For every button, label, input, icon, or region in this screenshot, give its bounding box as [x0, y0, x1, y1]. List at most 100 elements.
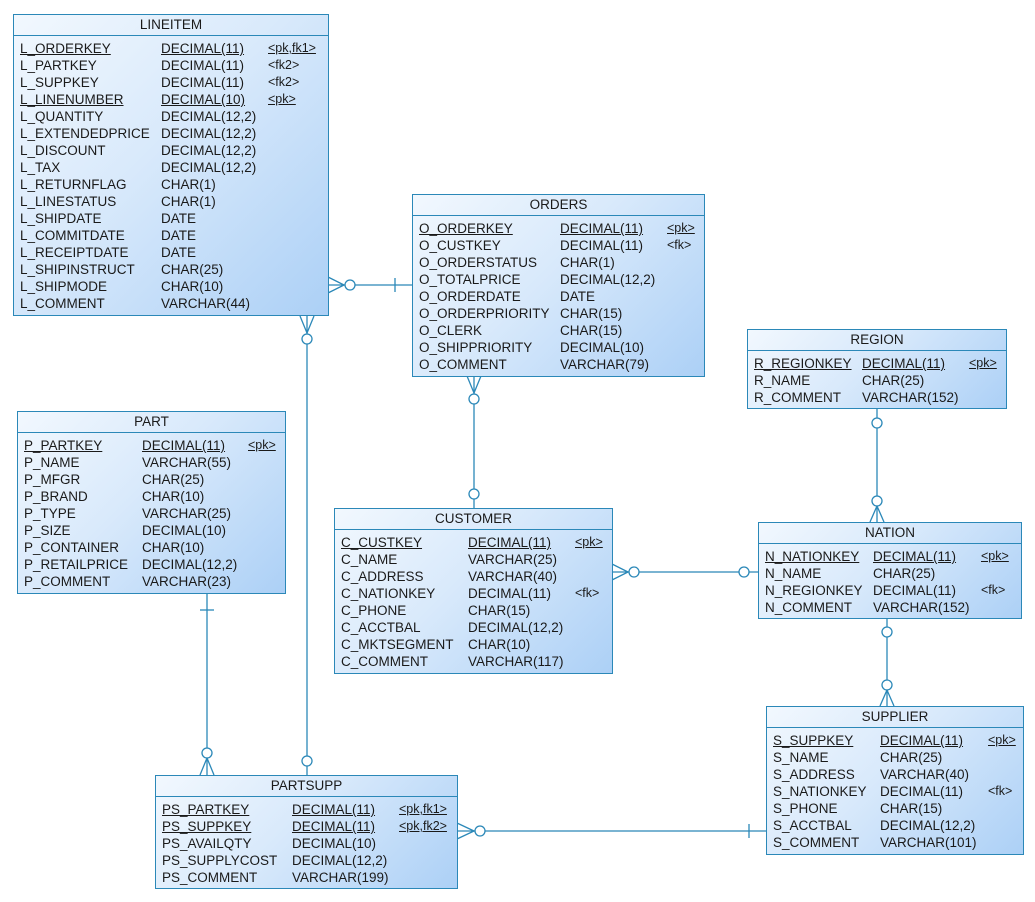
attribute-name: O_ORDERPRIORITY [419, 306, 550, 321]
attribute-name: L_LINESTATUS [20, 194, 117, 209]
attribute-type: DECIMAL(11) [880, 784, 964, 799]
attribute-name: C_CUSTKEY [341, 535, 423, 550]
attribute-name: P_SIZE [24, 523, 71, 538]
attribute-key: <pk> [667, 221, 695, 235]
attribute-type: VARCHAR(44) [161, 296, 251, 311]
attribute-type: VARCHAR(79) [560, 357, 650, 372]
attribute-name: R_NAME [754, 373, 811, 388]
attribute-type: DECIMAL(11) [862, 356, 946, 371]
attribute-name: L_SHIPINSTRUCT [20, 262, 135, 277]
attribute-key: <fk> [667, 238, 692, 252]
attribute-type: DECIMAL(11) [468, 535, 552, 550]
attribute-name: S_PHONE [773, 801, 838, 816]
attribute-name: PS_AVAILQTY [162, 836, 252, 851]
attribute-name: N_NAME [765, 566, 822, 581]
attribute-type: VARCHAR(117) [468, 654, 564, 669]
attribute-name: P_TYPE [24, 506, 76, 521]
attribute-type: DECIMAL(12,2) [468, 620, 564, 635]
attribute-name: L_TAX [20, 160, 61, 175]
attribute-key: <pk,fk1> [399, 802, 447, 816]
attribute-type: DECIMAL(12,2) [292, 853, 388, 868]
attribute-name: P_MFGR [24, 472, 81, 487]
attribute-name: C_NAME [341, 552, 398, 567]
attribute-name: P_PARTKEY [24, 438, 103, 453]
attribute-name: P_BRAND [24, 489, 88, 504]
entity-title: LINEITEM [14, 15, 328, 36]
